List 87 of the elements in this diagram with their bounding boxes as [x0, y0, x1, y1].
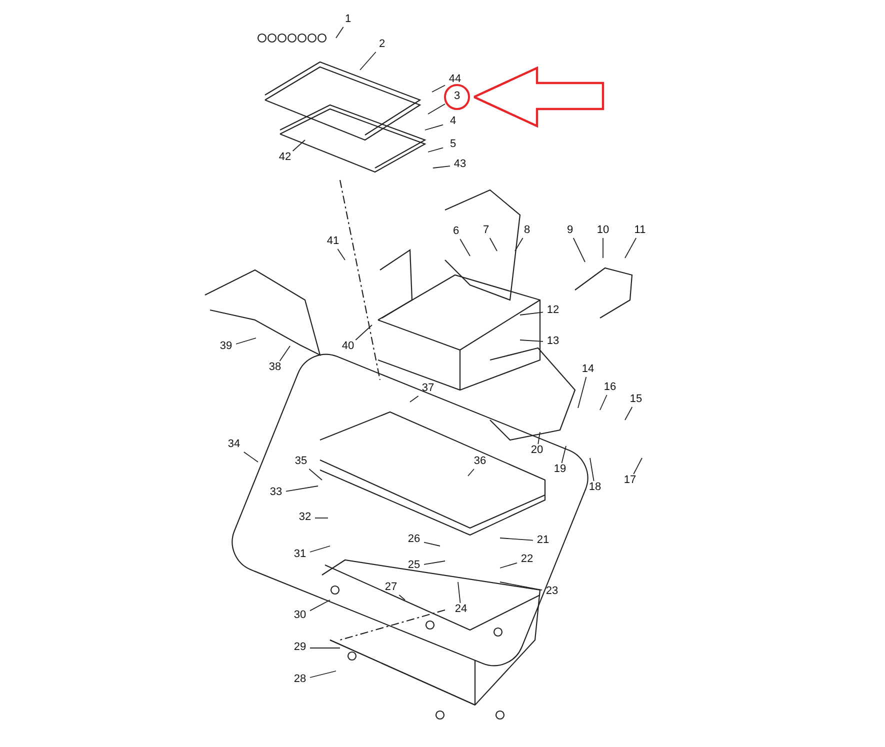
callout-number: 17 — [622, 474, 638, 488]
callout-number: 33 — [268, 486, 284, 500]
callout-number: 41 — [326, 235, 340, 249]
leader-line — [310, 670, 336, 678]
leader-line — [458, 582, 461, 604]
callout-number: 11 — [633, 224, 647, 238]
leader-line — [538, 432, 540, 444]
leader-line — [424, 560, 446, 565]
leader-line — [279, 346, 290, 362]
callout-number: 20 — [530, 444, 544, 458]
leader-line — [468, 468, 474, 476]
callout-number: 34 — [226, 438, 242, 452]
callout-number: 24 — [454, 603, 468, 617]
callout-number: 12 — [546, 304, 560, 318]
leader-line — [410, 396, 419, 402]
leader-line — [514, 238, 524, 252]
leader-line — [500, 538, 534, 541]
leader-line — [500, 582, 542, 591]
leader-line — [424, 124, 444, 130]
leader-line — [572, 238, 586, 262]
callout-number: 16 — [602, 381, 618, 395]
callout-number: 37 — [420, 382, 436, 396]
leader-line — [432, 84, 446, 92]
callout-number: 25 — [406, 559, 422, 573]
callout-number: 3 — [452, 90, 462, 104]
leader-line — [243, 452, 258, 462]
callout-number: 21 — [536, 534, 550, 548]
callout-number: 14 — [580, 363, 596, 377]
callout-number: 35 — [294, 455, 308, 469]
callout-number: 4 — [448, 115, 458, 129]
callout-number: 9 — [566, 224, 574, 238]
leader-line — [489, 238, 498, 252]
callout-number: 1 — [344, 13, 352, 27]
callout-number: 22 — [520, 553, 534, 567]
block-arrow — [471, 66, 604, 128]
leader-line — [460, 238, 470, 256]
callout-number: 38 — [268, 361, 282, 375]
callout-number: 36 — [472, 455, 488, 469]
callout-number: 10 — [596, 224, 610, 238]
callout-number: 26 — [406, 533, 422, 547]
leader-line — [600, 394, 608, 410]
callout-number: 6 — [452, 225, 460, 239]
leader-line — [424, 542, 440, 546]
callout-number: 18 — [588, 481, 602, 495]
callout-number: 19 — [552, 463, 568, 477]
leader-line — [602, 238, 604, 258]
leader-line — [360, 52, 376, 70]
leader-line — [286, 486, 318, 492]
callout-number: 2 — [378, 38, 386, 52]
callout-number: 29 — [292, 641, 308, 655]
leader-line — [561, 446, 566, 464]
callout-number: 5 — [448, 138, 458, 152]
leader-line — [236, 338, 256, 344]
leader-line — [520, 340, 544, 342]
leader-line — [578, 376, 587, 408]
leader-line — [624, 406, 633, 420]
leader-line — [310, 600, 330, 612]
leader-line — [500, 562, 518, 568]
leader-line — [308, 468, 322, 480]
leader-line — [428, 104, 446, 114]
leader-line — [590, 458, 594, 482]
callout-number: 13 — [546, 335, 560, 349]
callout-number: 30 — [292, 609, 308, 623]
callout-number: 7 — [482, 224, 490, 238]
leader-line — [336, 26, 344, 38]
leader-line — [355, 324, 372, 340]
callout-number: 43 — [452, 158, 468, 172]
callout-number: 15 — [628, 393, 644, 407]
leader-line — [428, 147, 444, 152]
leader-line — [310, 546, 330, 552]
leader-line — [398, 594, 406, 600]
leader-line — [633, 458, 642, 474]
callout-number: 31 — [292, 548, 308, 562]
callout-number: 28 — [292, 673, 308, 687]
leader-line — [337, 248, 346, 260]
callout-number: 23 — [544, 585, 560, 599]
callout-number: 8 — [522, 224, 532, 238]
callout-number: 39 — [218, 340, 234, 354]
leader-line — [292, 140, 306, 152]
callout-number: 42 — [278, 151, 292, 165]
callout-number: 44 — [448, 73, 462, 87]
callout-number: 32 — [298, 511, 312, 525]
leader-line — [624, 238, 637, 258]
callout-number: 40 — [340, 340, 356, 354]
leader-line — [520, 312, 544, 316]
leader-line — [432, 166, 450, 168]
callout-number: 27 — [384, 581, 398, 595]
